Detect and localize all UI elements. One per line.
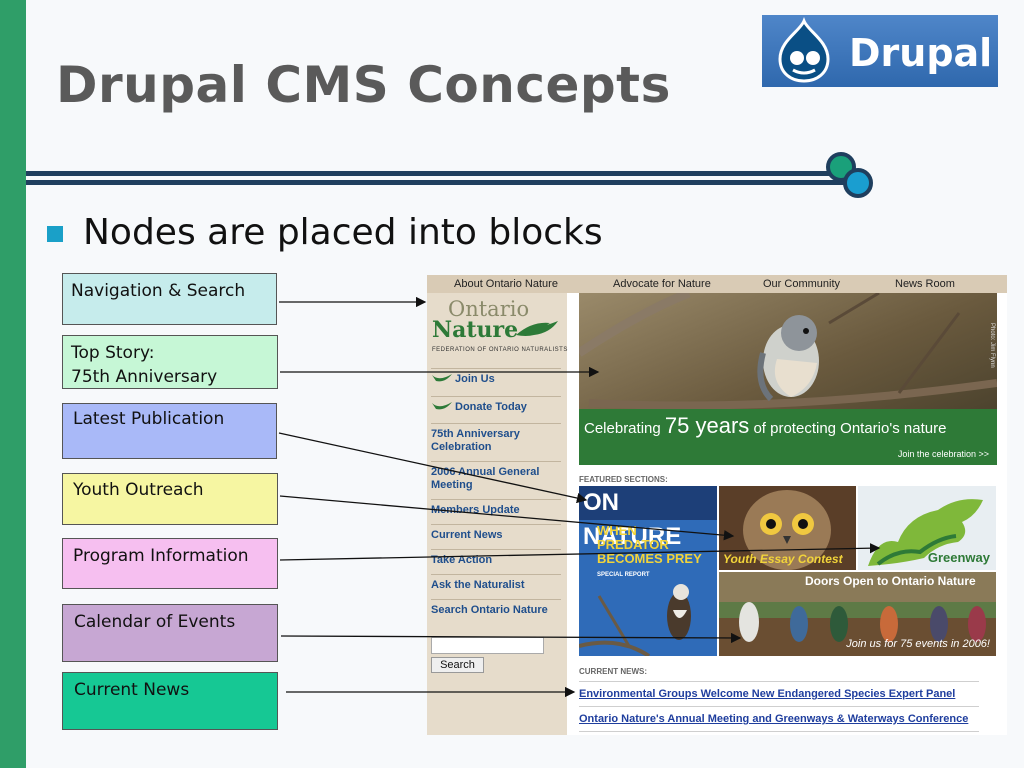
drupal-logo-text: Drupal: [849, 31, 993, 75]
logo-tagline: FEDERATION OF ONTARIO NATURALISTS: [432, 347, 568, 353]
bird-icon: [432, 402, 452, 410]
bird-icon: [432, 374, 452, 382]
sidebar-search-label: Search Ontario Nature: [431, 599, 561, 617]
label-current-news: Current News: [62, 672, 278, 730]
bullet-square: [47, 226, 63, 242]
hero-caption-band: [579, 409, 997, 465]
sidebar-item-current-news[interactable]: Current News: [431, 524, 561, 542]
sidebar-label: Search Ontario Nature: [431, 604, 548, 616]
label-calendar-of-events: Calendar of Events: [62, 604, 278, 662]
sidebar-label: Donate Today: [455, 401, 527, 413]
sidebar-item-agm[interactable]: 2006 Annual General Meeting: [431, 461, 561, 492]
youth-essay-label: Youth Essay Contest: [723, 552, 843, 566]
divider-dot-green: [826, 152, 856, 182]
news-divider: [579, 681, 979, 682]
label-top-story: Top Story: 75th Anniversary: [62, 335, 278, 389]
arrow-youth-outreach: [279, 495, 735, 541]
sidebar-item-join-us[interactable]: Join Us: [431, 368, 561, 386]
tile-program-information[interactable]: Greenway: [858, 486, 996, 570]
greenway-label: Greenway: [927, 550, 990, 565]
sidebar-label: Join Us: [455, 373, 495, 385]
label-text: Navigation & Search: [71, 281, 246, 301]
sidebar-label: Ask the Naturalist: [431, 579, 525, 591]
news-link-1[interactable]: Environmental Groups Welcome New Endange…: [579, 688, 956, 700]
sidebar-label: 2006 Annual General Meeting: [431, 466, 540, 491]
arrow-program-information: [279, 542, 881, 561]
current-news-heading: CURRENT NEWS:: [579, 667, 647, 676]
label-text: Calendar of Events: [74, 612, 236, 632]
label-program-information: Program Information: [62, 538, 278, 589]
sidebar-item-donate[interactable]: Donate Today: [431, 396, 561, 414]
arrow-latest-publication: [278, 432, 588, 504]
featured-sections-heading: FEATURED SECTIONS:: [579, 475, 668, 484]
logo-word-ontario: Ontario: [448, 297, 530, 321]
ontario-nature-screenshot: About Ontario Nature Advocate for Nature…: [427, 275, 1007, 735]
label-youth-outreach: Youth Outreach: [62, 473, 278, 525]
events-label: Join us for 75 events in 2006!: [846, 638, 990, 650]
hero-top-story[interactable]: Celebrating 75 years of protecting Ontar…: [579, 293, 997, 465]
arrow-calendar-of-events: [280, 632, 742, 644]
search-button[interactable]: Search: [431, 657, 484, 673]
slide-title: Drupal CMS Concepts: [56, 56, 671, 114]
slide-left-bar: [0, 0, 26, 768]
topnav-advocate[interactable]: Advocate for Nature: [613, 278, 711, 290]
magazine-headline: WHEN PREDATOR BECOMES PREY: [597, 523, 702, 566]
news-divider: [579, 706, 979, 707]
label-latest-publication: Latest Publication: [62, 403, 277, 459]
doors-open-label: Doors Open to Ontario Nature: [805, 574, 976, 588]
logo-word-nature: Nature: [432, 317, 519, 343]
hero-caption-years: 75 years: [664, 413, 750, 438]
label-navigation-search: Navigation & Search: [62, 273, 277, 325]
ontario-nature-logo[interactable]: Ontario Nature FEDERATION OF ONTARIO NAT…: [432, 297, 567, 353]
news-divider: [579, 731, 979, 732]
label-text: Top Story: 75th Anniversary: [71, 343, 218, 387]
hero-join-link[interactable]: Join the celebration >>: [897, 449, 989, 459]
label-text: Youth Outreach: [73, 480, 204, 500]
topnav-community[interactable]: Our Community: [763, 278, 841, 290]
drupal-drop-icon: [778, 16, 830, 83]
topnav-newsroom[interactable]: News Room: [895, 278, 955, 290]
hero-caption-end: of protecting Ontario's nature: [749, 420, 947, 437]
osprey-illustration: [579, 584, 691, 656]
drupal-logo: Drupal: [762, 15, 998, 87]
hero-caption: Celebrating 75 years of protecting Ontar…: [584, 413, 946, 439]
divider-dot-blue: [843, 168, 873, 198]
topnav-about[interactable]: About Ontario Nature: [454, 278, 558, 290]
label-text: Current News: [74, 680, 190, 700]
title-divider-top: [26, 171, 836, 176]
hikers-photo: [719, 572, 996, 656]
bullet-text: Nodes are placed into blocks: [83, 212, 603, 253]
ontario-map-icon: [858, 486, 996, 570]
hero-caption-start: Celebrating: [584, 420, 665, 437]
heron-logo-icon: [516, 321, 558, 336]
tile-calendar-of-events[interactable]: Doors Open to Ontario Nature Join us for…: [719, 572, 996, 656]
sidebar-item-ask-naturalist[interactable]: Ask the Naturalist: [431, 574, 561, 592]
label-text: Latest Publication: [73, 409, 225, 429]
title-divider-bottom: [26, 180, 851, 185]
site-top-nav: About Ontario Nature Advocate for Nature…: [427, 275, 1007, 293]
sidebar-label: Members Update: [431, 504, 520, 516]
news-link-2[interactable]: Ontario Nature's Annual Meeting and Gree…: [579, 713, 969, 725]
label-text: Program Information: [73, 546, 249, 566]
site-sidebar: Ontario Nature FEDERATION OF ONTARIO NAT…: [427, 293, 567, 735]
magazine-subhead: SPECIAL REPORT: [597, 572, 650, 578]
sidebar-label: Current News: [431, 529, 503, 541]
sidebar-item-members-update[interactable]: Members Update: [431, 499, 561, 517]
sidebar-label: 75th Anniversary Celebration: [431, 428, 520, 453]
sidebar-item-75th[interactable]: 75th Anniversary Celebration: [431, 423, 561, 454]
hero-photo-credit: Photo: Jim Flynn: [989, 323, 995, 368]
